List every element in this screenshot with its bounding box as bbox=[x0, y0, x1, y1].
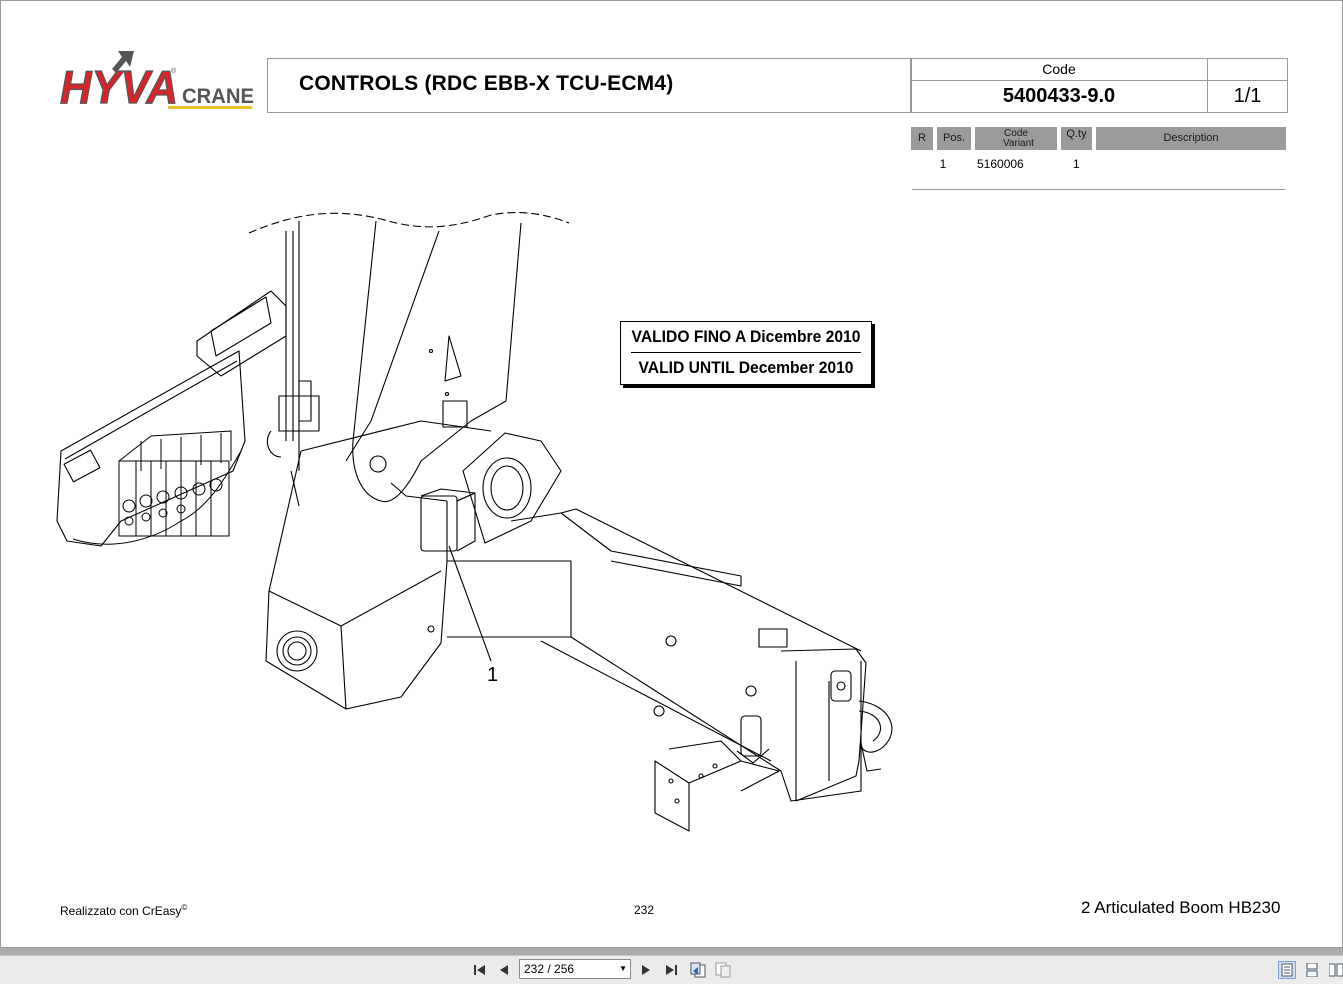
sheet-header-cell bbox=[1208, 59, 1287, 81]
col-header-r: R bbox=[911, 127, 933, 150]
code-label: Code bbox=[911, 59, 1208, 81]
footer-doc-title: 2 Articulated Boom HB230 bbox=[1081, 898, 1281, 917]
validity-stamp: VALIDO FINO A Dicembre 2010 VALID UNTIL … bbox=[620, 321, 872, 385]
next-view-icon[interactable] bbox=[714, 961, 732, 979]
next-page-icon[interactable] bbox=[637, 961, 655, 979]
title-box: CONTROLS (RDC EBB-X TCU-ECM4) bbox=[267, 58, 912, 113]
table-divider bbox=[912, 189, 1285, 190]
previous-view-icon[interactable] bbox=[689, 961, 707, 979]
page-indicator: 232 / 256 bbox=[524, 962, 575, 976]
hyva-crane-logo: HYVA CRANE ® bbox=[59, 51, 254, 113]
col-header-description: Description bbox=[1096, 127, 1286, 150]
position-callout: 1 bbox=[487, 664, 499, 686]
row-qty: 1 bbox=[1073, 157, 1080, 171]
code-box: Code 5400433-9.0 1/1 bbox=[910, 58, 1288, 113]
sheet-number: 1/1 bbox=[1233, 85, 1262, 107]
single-page-icon[interactable] bbox=[1278, 961, 1296, 979]
validity-line-it: VALIDO FINO A Dicembre 2010 bbox=[631, 322, 861, 353]
col-header-qty: Q.ty bbox=[1061, 127, 1092, 150]
continuous-icon[interactable] bbox=[1303, 961, 1321, 979]
page-number-select[interactable]: 232 / 256 ▼ bbox=[519, 959, 631, 979]
code-value: 5400433-9.0 bbox=[911, 81, 1208, 112]
row-code: 5160006 bbox=[977, 157, 1024, 171]
footer-credit: Realizzato con CrEasy© bbox=[60, 903, 188, 918]
chevron-down-icon: ▼ bbox=[619, 964, 627, 973]
col-header-pos: Pos. bbox=[937, 127, 971, 150]
svg-text:CRANE: CRANE bbox=[182, 85, 254, 108]
footer-page-number: 232 bbox=[634, 903, 655, 917]
facing-icon[interactable] bbox=[1327, 961, 1343, 979]
first-page-icon[interactable] bbox=[471, 961, 489, 979]
prev-page-icon[interactable] bbox=[495, 961, 513, 979]
validity-line-en: VALID UNTIL December 2010 bbox=[638, 358, 854, 377]
navigation-toolbar: 232 / 256 ▼ bbox=[0, 955, 1343, 984]
last-page-icon[interactable] bbox=[662, 961, 680, 979]
document-page: HYVA CRANE ® CONTROLS (RDC EBB-X TCU-ECM… bbox=[0, 0, 1343, 948]
col-header-code-variant: Code Variant bbox=[975, 127, 1057, 150]
row-pos: 1 bbox=[939, 157, 947, 171]
crane-base-drawing bbox=[56, 212, 893, 832]
svg-text:®: ® bbox=[171, 67, 177, 75]
page-title: CONTROLS (RDC EBB-X TCU-ECM4) bbox=[299, 72, 674, 95]
